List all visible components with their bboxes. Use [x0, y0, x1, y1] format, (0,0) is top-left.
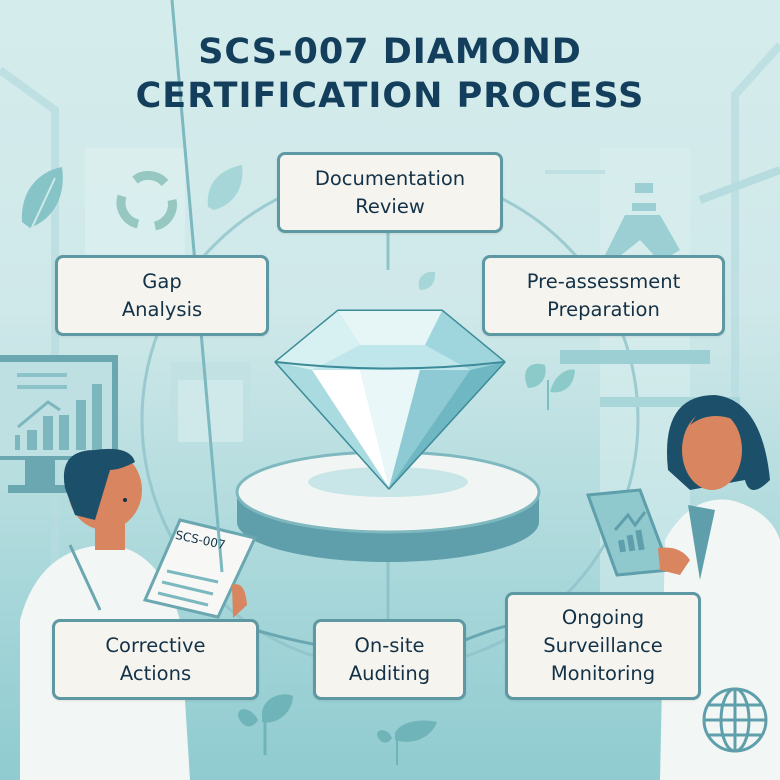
step-corrective-actions: Corrective Actions [52, 619, 259, 700]
title-line-1: SCS-007 DIAMOND [198, 32, 582, 72]
leaf-icon [238, 694, 293, 755]
tablet-chart-icon [585, 488, 690, 577]
leaf-icon [377, 720, 437, 765]
step-pre-assessment-preparation: Pre-assessment Preparation [482, 255, 725, 336]
globe-icon [702, 687, 768, 753]
title-line-2: CERTIFICATION PROCESS [135, 76, 645, 116]
page-title: SCS-007 DIAMOND CERTIFICATION PROCESS [0, 30, 780, 118]
step-on-site-auditing: On-site Auditing [313, 619, 466, 700]
step-documentation-review: Documentation Review [277, 152, 503, 233]
step-gap-analysis: Gap Analysis [55, 255, 269, 336]
step-ongoing-surveillance-monitoring: Ongoing Surveillance Monitoring [505, 592, 701, 700]
person-woman [660, 395, 780, 780]
microscope-icon [560, 183, 740, 407]
leaf-icon [21, 167, 63, 237]
monitor-chart-icon [0, 355, 118, 493]
document-icon [142, 0, 258, 619]
leaf-icon [525, 363, 575, 410]
person-man [20, 448, 190, 780]
leaf-icon [207, 165, 243, 210]
leaf-icon [418, 271, 436, 290]
recycle-icon [116, 170, 177, 231]
diamond-icon [274, 309, 506, 490]
